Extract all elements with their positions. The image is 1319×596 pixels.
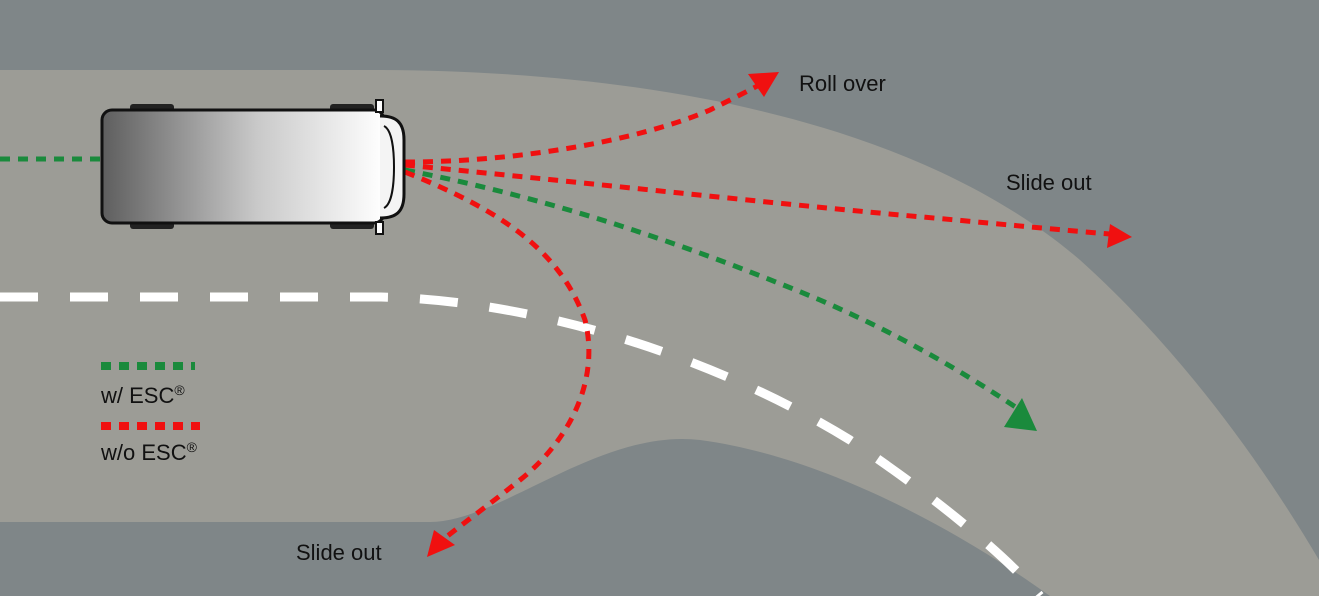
label-roll-over: Roll over <box>799 71 886 96</box>
legend-text-without-esc: w/o ESC <box>100 440 187 465</box>
lane-marking <box>0 292 1044 596</box>
arrowhead-slide-out-right <box>1107 224 1132 248</box>
arrowhead-slide-out-bottom <box>427 530 455 557</box>
vehicle-hood <box>379 114 406 220</box>
legend-text-with-esc: w/ ESC <box>100 383 174 408</box>
windshield <box>383 125 396 209</box>
registered-mark: ® <box>187 439 198 455</box>
registered-mark: ® <box>174 382 185 398</box>
label-slide-out-bottom: Slide out <box>296 540 382 565</box>
arrowhead-roll-over <box>748 72 779 97</box>
mirror-right <box>375 221 384 235</box>
legend-label-without-esc: w/o ESC® <box>100 439 198 465</box>
path-slide-out-right <box>404 162 1111 237</box>
path-slide-out-bottom <box>404 169 592 540</box>
mirror-left <box>375 99 384 113</box>
legend-label-with-esc: w/ ESC® <box>100 382 185 408</box>
label-slide-out-right: Slide out <box>1006 170 1092 195</box>
path-roll-over <box>404 79 767 165</box>
vehicle-body <box>100 108 386 225</box>
legend: w/ ESC® w/o ESC® <box>100 362 200 465</box>
arrowhead-with-esc <box>1004 398 1037 431</box>
path-with-esc-curve <box>404 167 1022 413</box>
vehicle <box>100 99 406 235</box>
